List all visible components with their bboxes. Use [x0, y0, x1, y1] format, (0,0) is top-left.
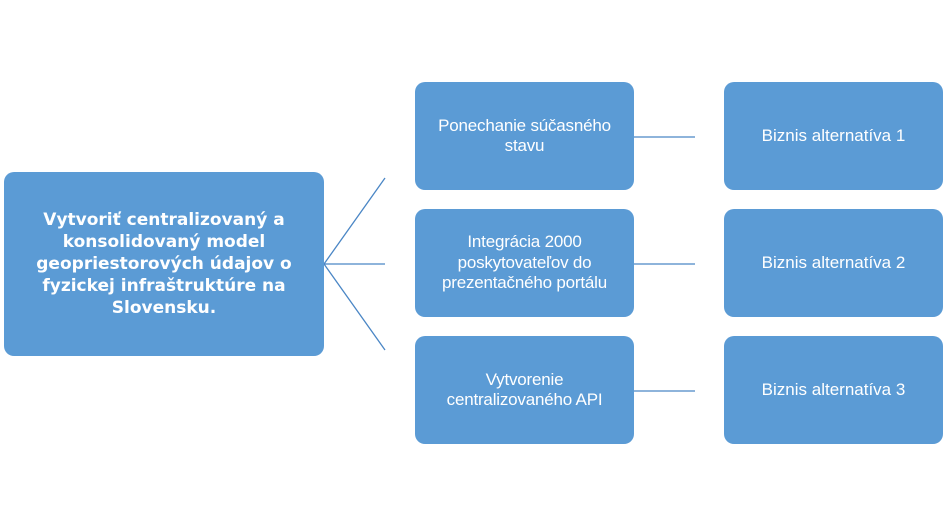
- connector-goal-option-3: [323, 263, 386, 351]
- option-label-2: Integrácia 2000 poskytovateľov do prezen…: [442, 232, 607, 293]
- goal-text: Vytvoriť centralizovaný a konsolidovaný …: [36, 209, 292, 319]
- connector-goal-option-1: [323, 177, 386, 265]
- option-label-1: Ponechanie súčasného stavu: [438, 115, 611, 155]
- option-box-2: Integrácia 2000 poskytovateľov do prezen…: [415, 209, 634, 317]
- alternative-box-2: Biznis alternatíva 2: [724, 209, 943, 317]
- option-box-1: Ponechanie súčasného stavu: [415, 82, 634, 190]
- alternative-label-2: Biznis alternatíva 2: [761, 252, 906, 272]
- option-label-3: Vytvorenie centralizovaného API: [446, 369, 603, 409]
- alternative-label-1: Biznis alternatíva 1: [761, 125, 906, 145]
- alternative-box-3: Biznis alternatíva 3: [724, 336, 943, 444]
- alternative-box-1: Biznis alternatíva 1: [724, 82, 943, 190]
- goal-box: Vytvoriť centralizovaný a konsolidovaný …: [4, 172, 324, 356]
- option-box-3: Vytvorenie centralizovaného API: [415, 336, 634, 444]
- alternative-label-3: Biznis alternatíva 3: [761, 379, 906, 399]
